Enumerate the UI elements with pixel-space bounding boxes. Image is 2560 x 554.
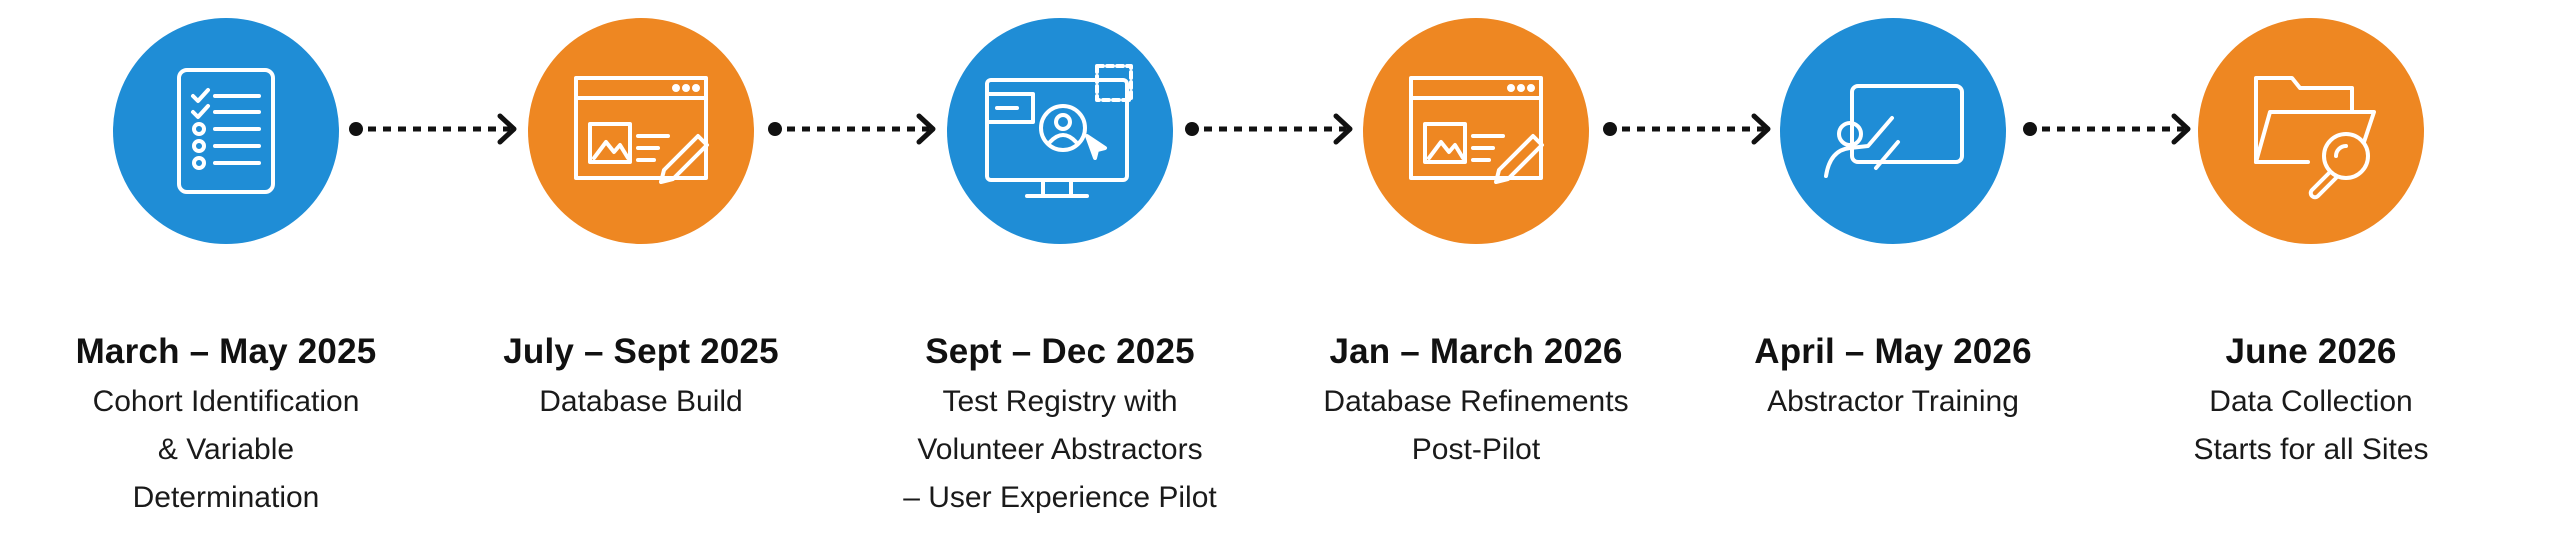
monitor-user-icon (947, 18, 1173, 244)
step-description: Data Collection Starts for all Sites (2193, 385, 2429, 466)
step-3-circle (947, 18, 1173, 244)
step-description: Abstractor Training (1767, 385, 2019, 418)
timeline-arrow-3 (1185, 113, 1353, 145)
step-3-label: Sept – Dec 2025 Test Registry with Volun… (860, 326, 1260, 522)
timeline-arrow-2 (768, 113, 936, 145)
step-6-label: June 2026 Data Collection Starts for all… (2111, 326, 2511, 474)
timeline-arrow-5 (2023, 113, 2191, 145)
step-description: Database Build (539, 385, 743, 418)
timeline-arrow-1 (349, 113, 517, 145)
step-description: Database Refinements Post-Pilot (1323, 385, 1629, 466)
folder-search-icon (2198, 18, 2424, 244)
step-description: Test Registry with Volunteer Abstractors… (903, 385, 1217, 514)
step-date: March – May 2025 (75, 332, 377, 371)
step-6-circle (2198, 18, 2424, 244)
checklist-icon (113, 18, 339, 244)
step-2-label: July – Sept 2025 Database Build (441, 326, 841, 426)
web-editor-icon (528, 18, 754, 244)
step-date: April – May 2026 (1754, 332, 2032, 371)
step-4-label: Jan – March 2026 Database Refinements Po… (1276, 326, 1676, 474)
step-2-circle (528, 18, 754, 244)
step-4-circle (1363, 18, 1589, 244)
step-5-label: April – May 2026 Abstractor Training (1693, 326, 2093, 426)
step-date: Jan – March 2026 (1329, 332, 1623, 371)
step-date: Sept – Dec 2025 (925, 332, 1195, 371)
step-5-circle (1780, 18, 2006, 244)
step-1-circle (113, 18, 339, 244)
step-description: Cohort Identification & Variable Determi… (92, 385, 360, 514)
step-date: July – Sept 2025 (503, 332, 779, 371)
presentation-icon (1780, 18, 2006, 244)
step-1-label: March – May 2025 Cohort Identification &… (26, 326, 426, 522)
web-editor-icon (1363, 18, 1589, 244)
timeline-arrow-4 (1603, 113, 1771, 145)
step-date: June 2026 (2225, 332, 2397, 371)
